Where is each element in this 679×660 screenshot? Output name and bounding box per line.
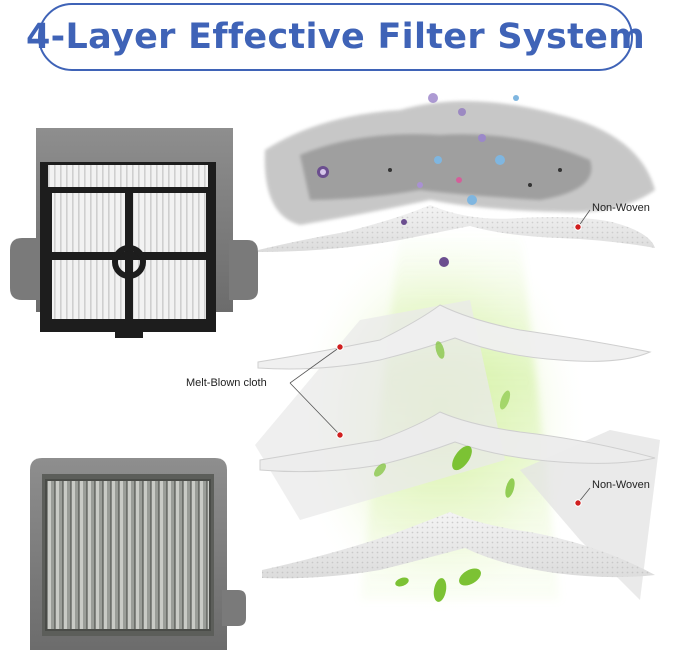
- bottom-filter-image: [30, 458, 246, 650]
- layer-non-woven-top: [258, 93, 655, 267]
- label-non-woven-bottom: Non-Woven: [592, 479, 650, 491]
- title-banner: 4-Layer Effective Filter System: [26, 3, 645, 71]
- layer-non-woven-bottom: [262, 512, 655, 579]
- label-markers: [336, 223, 582, 507]
- label-non-woven-top: Non-Woven: [592, 202, 650, 214]
- layer-melt-blown-upper: [257, 304, 652, 370]
- marker-dot: [574, 223, 582, 231]
- leaf-particles: [374, 341, 515, 602]
- marker-dot: [336, 431, 344, 439]
- marker-dot: [574, 499, 582, 507]
- layer-melt-blown-lower: [259, 411, 656, 473]
- page-title: 4-Layer Effective Filter System: [26, 17, 645, 57]
- label-melt-blown-cloth: Melt-Blown cloth: [186, 377, 267, 389]
- top-filter-image: [10, 128, 258, 338]
- marker-dot: [336, 343, 344, 351]
